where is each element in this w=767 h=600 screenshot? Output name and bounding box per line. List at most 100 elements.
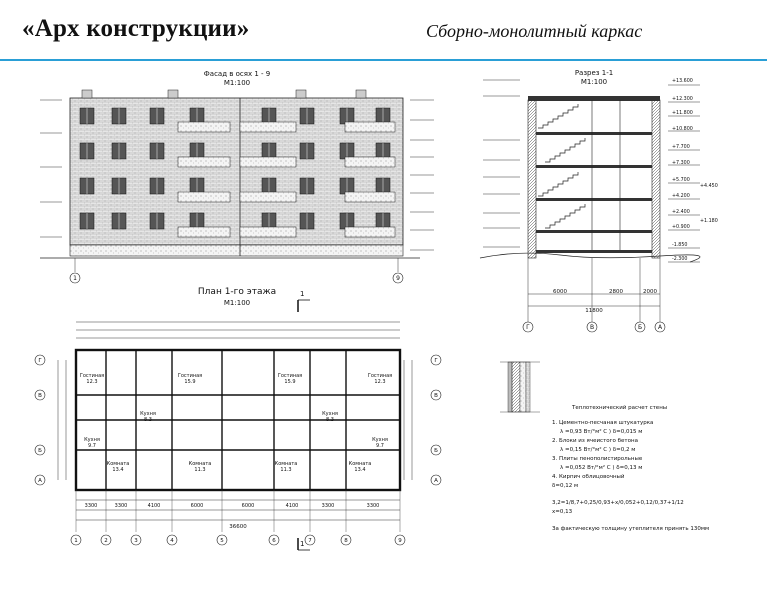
section-level-label: +12.300 — [672, 97, 693, 102]
section-level-label: -2.300 — [672, 257, 688, 262]
facade-balcony — [344, 191, 396, 203]
plan-axis-bubble — [34, 474, 46, 486]
plan-axis-bubble — [268, 534, 280, 546]
facade-balcony — [239, 121, 297, 133]
plan-room-name: Кухня — [322, 411, 338, 417]
plan-room-name: Комната — [274, 461, 298, 467]
facade-balcony — [344, 226, 396, 238]
plan-dim: 3300 — [84, 503, 98, 509]
thermal-title: Теплотехнический расчет стены — [572, 405, 668, 411]
plan-dim: 6000 — [241, 503, 255, 509]
plan-axis-label: 3 — [134, 538, 138, 544]
facade-balcony — [239, 226, 297, 238]
plan-room-area: 13.4 — [354, 467, 366, 473]
plan-room-area: 13.4 — [112, 467, 124, 473]
plan-section-mark-top: 1 — [300, 290, 305, 298]
section-level-label: +13.600 — [672, 79, 693, 84]
plan-room-area: 12.3 — [374, 379, 386, 385]
section-stair-flight — [545, 138, 586, 163]
plan-axis-bubble — [430, 389, 442, 401]
section-slab — [536, 198, 652, 201]
plan-room-area: 11.3 — [280, 467, 292, 473]
plan-scale: М1:100 — [223, 299, 251, 307]
thermal-line: 3. Плиты пенополистирольные — [552, 456, 643, 462]
thermal-line: 4. Кирпич облицовочный — [552, 474, 625, 480]
plan-axis-bubble — [166, 534, 178, 546]
plan-drawing — [34, 299, 442, 551]
section-axis: Г — [526, 324, 530, 331]
facade-title: Фасад в осях 1 - 9 — [203, 70, 271, 78]
plan-axis-label: 8 — [344, 538, 348, 544]
section-stair-flight — [538, 104, 579, 129]
plan-room-area: 8.3 — [326, 417, 334, 423]
section-dim: 2800 — [609, 289, 623, 295]
thermal-line: 3,2=1/8,7+0,25/0,93+х/0,052+0,12/0,37+1/… — [552, 500, 684, 506]
presentation-title: «Арх конструкции» — [22, 15, 250, 42]
facade-balcony — [177, 121, 231, 133]
section-slab — [536, 250, 652, 253]
facade-balcony — [239, 156, 297, 168]
plan-dim: 3300 — [114, 503, 128, 509]
wall-detail-drawing — [500, 361, 540, 413]
thermal-line: 2. Блоки из ячеистого бетона — [552, 438, 638, 444]
facade-balcony — [177, 156, 231, 168]
plan-room-name: Кухня — [84, 437, 100, 443]
presentation-subtitle: Сборно-монолитный каркас — [426, 21, 643, 41]
plan-dim: 3300 — [366, 503, 380, 509]
section-dim-total: 11800 — [585, 308, 603, 314]
plan-axis-label: Г — [434, 358, 438, 364]
plan-axis-bubble — [430, 474, 442, 486]
section-slab — [536, 230, 652, 233]
plan-room-name: Гостиная — [367, 373, 393, 379]
plan-axis-label: В — [38, 393, 42, 399]
facade-balcony — [239, 191, 297, 203]
section-dim: 2000 — [643, 289, 657, 295]
section-stair-flight — [538, 172, 579, 197]
section-level-label: +2.400 — [672, 210, 690, 215]
plan-room-name: Кухня — [140, 411, 156, 417]
plan-room-area: 9.7 — [88, 443, 96, 449]
plan-axis-label: 2 — [104, 538, 108, 544]
section-level-label: +5.700 — [672, 178, 690, 183]
plan-room-area: 15.9 — [284, 379, 296, 385]
plan-axis-bubble — [430, 444, 442, 456]
section-drawing — [479, 79, 701, 333]
plan-room-area: 9.7 — [376, 443, 384, 449]
thermal-line: х=0,13 — [552, 509, 573, 515]
section-dim: 6000 — [553, 289, 567, 295]
section-axis: Б — [637, 324, 643, 331]
plan-room-area: 11.3 — [194, 467, 206, 473]
section-level-label: +7.700 — [672, 145, 690, 150]
plan-room-name: Комната — [188, 461, 212, 467]
plan-section-mark-bottom: 1 — [300, 540, 305, 548]
plan-axis-bubble — [100, 534, 112, 546]
plan-axis-bubble — [130, 534, 142, 546]
thermal-line: 1. Цементно-песчаная штукатурка — [552, 420, 654, 426]
plan-dim: 3300 — [321, 503, 335, 509]
facade-axis-left: 1 — [73, 275, 77, 282]
plan-dim: 6000 — [190, 503, 204, 509]
section-level-label: +7.300 — [672, 161, 690, 166]
plan-axis-bubble — [394, 534, 406, 546]
section-stair-flight — [545, 204, 586, 229]
section-title: Разрез 1-1 — [574, 69, 614, 77]
plan-axis-bubble — [430, 354, 442, 366]
plan-axis-label: 1 — [74, 538, 78, 544]
section-slab — [536, 165, 652, 168]
plan-axis-label: Б — [434, 448, 438, 454]
facade-balcony — [177, 191, 231, 203]
facade-scale: М1:100 — [223, 79, 251, 87]
plan-room-name: Гостиная — [177, 373, 203, 379]
plan-room-area: 12.3 — [86, 379, 98, 385]
section-level-label: +0.900 — [672, 225, 690, 230]
plan-axis-label: 9 — [398, 538, 402, 544]
plan-axis-label: 7 — [308, 538, 312, 544]
thermal-line: δ=0,12 м — [552, 483, 579, 489]
header-rule — [0, 59, 767, 61]
plan-axis-bubble — [304, 534, 316, 546]
facade-axis-right: 9 — [396, 275, 400, 282]
plan-axis-label: А — [434, 478, 438, 484]
plan-axis-label: 5 — [220, 538, 224, 544]
section-level-label: +10.800 — [672, 127, 693, 132]
plan-room-name: Комната — [106, 461, 130, 467]
